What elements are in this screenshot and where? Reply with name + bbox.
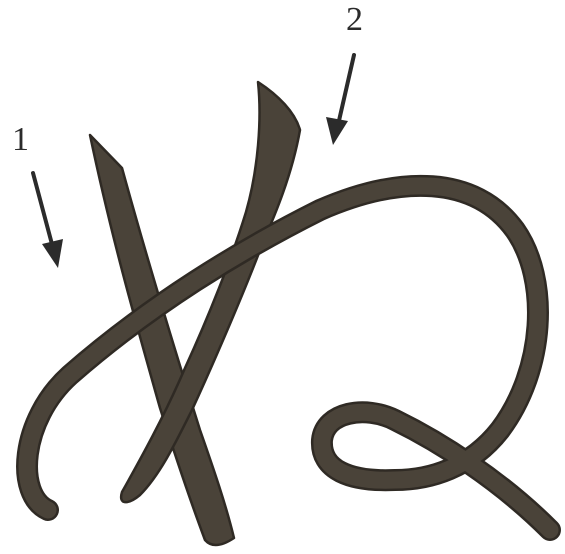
stroke-long-loop [27,186,550,530]
callout-1-label: 1 [12,121,29,158]
callout-2-label: 2 [346,1,363,38]
callout-2-arrow-shaft [338,55,354,125]
callout-2: 2 [326,1,363,145]
callout-1: 1 [12,121,63,268]
callout-1-arrow-head [42,239,63,268]
callout-2-arrow-head [326,117,348,145]
callout-1-arrow-shaft [33,173,53,248]
